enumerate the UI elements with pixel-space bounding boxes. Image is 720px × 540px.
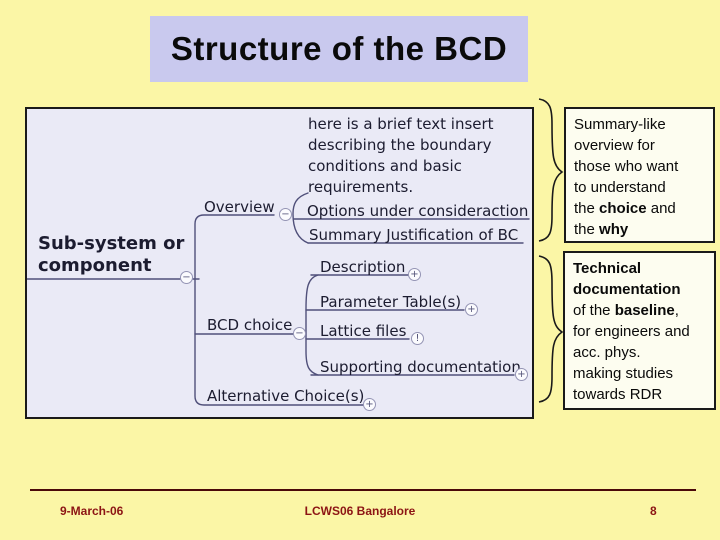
footer-venue: LCWS06 Bangalore (304, 504, 416, 518)
expand-icon-description[interactable]: + (408, 268, 421, 281)
expand-icon-parameter-tables[interactable]: + (465, 303, 478, 316)
collapse-icon-overview[interactable]: − (279, 208, 292, 221)
mindmap-node-insert-note: here is a brief text insert describing t… (308, 115, 494, 196)
collapse-icon-root[interactable]: − (180, 271, 193, 284)
mindmap-node-supporting-documentation: Supporting documentation (320, 358, 521, 376)
title-banner: Structure of the BCD (150, 16, 528, 82)
collapse-icon-bcd-choice[interactable]: − (293, 327, 306, 340)
callout-box-summary: Summary-like overview for those who want… (564, 107, 715, 243)
mindmap-node-summary-justification: Summary Justification of BC (309, 226, 519, 244)
brace-icon-summary (538, 98, 564, 242)
page-title: Structure of the BCD (170, 30, 508, 67)
mindmap-node-bcd-choice: BCD choice (207, 316, 293, 334)
mindmap-connectors (27, 192, 530, 406)
footer-date: 9-March-06 (60, 504, 124, 518)
mindmap-node-root: Sub-system or component (38, 233, 185, 276)
alert-icon-lattice-files[interactable]: ! (411, 332, 424, 345)
expand-icon-alternative-choices[interactable]: + (363, 398, 376, 411)
mindmap-node-alternative-choices: Alternative Choice(s) (207, 387, 365, 405)
brace-icon-technical (538, 255, 564, 403)
footer-page-number: 8 (650, 504, 657, 518)
callout-box-technical: Technical documentation of the baseline,… (563, 251, 716, 410)
mindmap-node-lattice-files: Lattice files (320, 322, 407, 340)
footer-divider (30, 489, 696, 491)
mindmap-node-parameter-tables: Parameter Table(s) (320, 293, 462, 311)
mindmap-panel: Sub-system or component Overview here is… (25, 107, 534, 419)
mindmap-node-overview: Overview (204, 198, 275, 216)
expand-icon-supporting-documentation[interactable]: + (515, 368, 528, 381)
mindmap-node-description: Description (320, 258, 406, 276)
mindmap-node-options: Options under consideraction (307, 202, 529, 220)
